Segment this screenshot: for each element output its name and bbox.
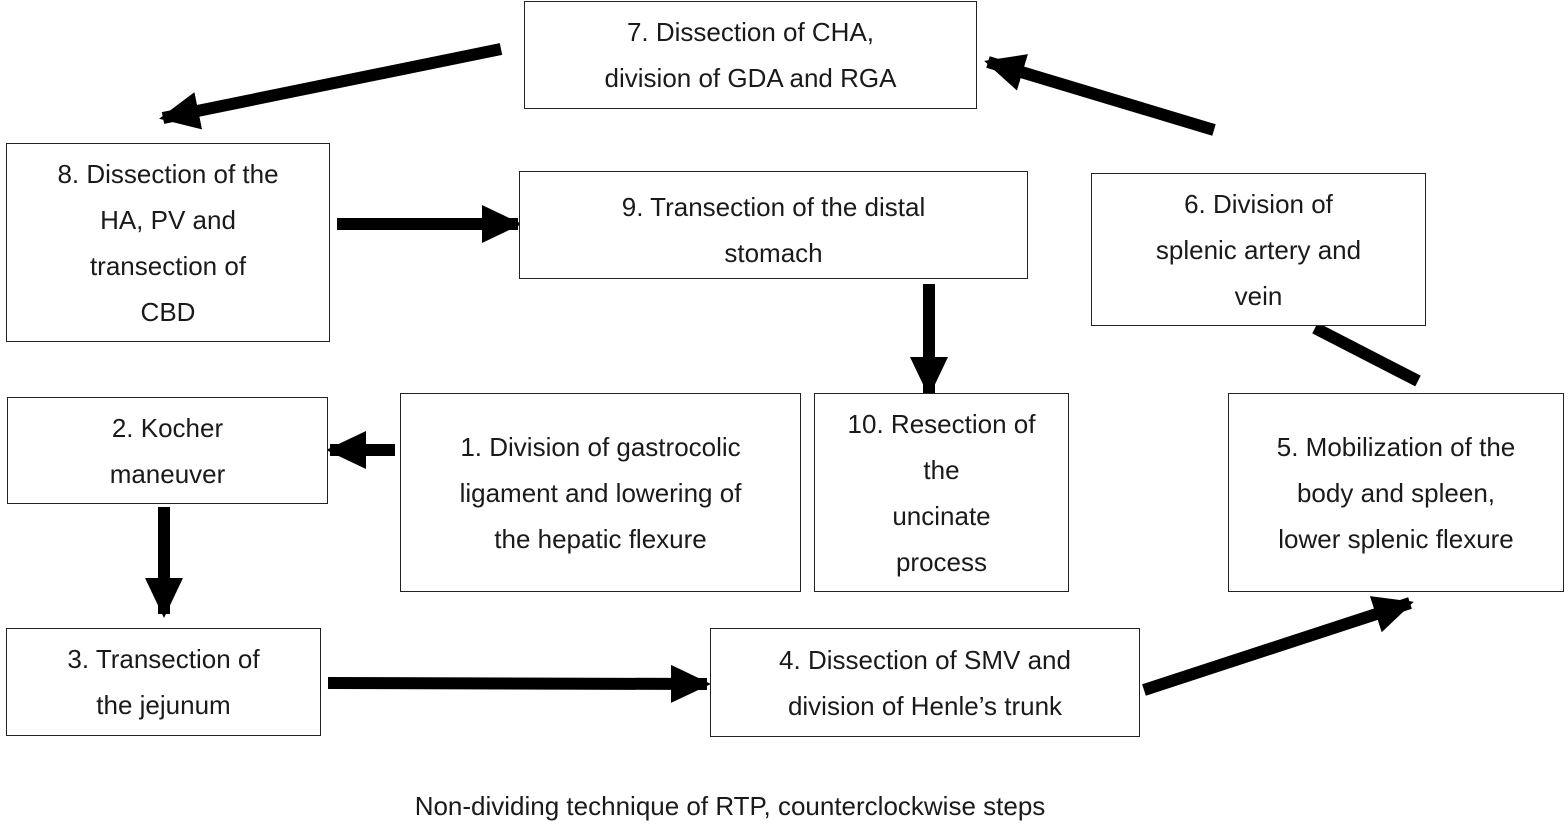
step-box-9: 9. Transection of the distal stomach bbox=[519, 171, 1028, 279]
arrow-step7-to-step8 bbox=[159, 43, 503, 130]
step-6-label: 6. Division of splenic artery and vein bbox=[1155, 188, 1362, 311]
arrow-step5-to-step6 bbox=[1312, 322, 1421, 387]
arrow-step3-to-step4 bbox=[327, 664, 711, 703]
step-3-label: 3. Transection of the jejunum bbox=[67, 644, 260, 720]
step-box-2: 2. Kocher maneuver bbox=[7, 397, 328, 504]
arrow-step6-to-step7 bbox=[984, 54, 1216, 136]
step-box-8: 8. Dissection of the HA, PV and transect… bbox=[6, 143, 330, 342]
step-7-label: 7. Dissection of CHA, division of GDA an… bbox=[604, 17, 897, 93]
step-9-label: 9. Transection of the distal stomach bbox=[621, 192, 926, 268]
step-4-label: 4. Dissection of SMV and division of Hen… bbox=[779, 644, 1071, 721]
step-box-10: 10. Resection of the uncinate process bbox=[814, 393, 1069, 592]
arrow-step4-to-step5 bbox=[1142, 596, 1414, 696]
step-box-7: 7. Dissection of CHA, division of GDA an… bbox=[524, 1, 977, 109]
figure-caption: Non-dividing technique of RTP, countercl… bbox=[414, 791, 1046, 821]
step-box-1: 1. Division of gastrocolic ligament and … bbox=[400, 393, 801, 592]
step-1-label: 1. Division of gastrocolic ligament and … bbox=[459, 431, 742, 554]
step-5-label: 5. Mobilization of the body and spleen, … bbox=[1276, 431, 1516, 554]
step-box-6: 6. Division of splenic artery and vein bbox=[1091, 173, 1426, 326]
step-2-label: 2. Kocher maneuver bbox=[109, 412, 226, 489]
step-box-3: 3. Transection of the jejunum bbox=[6, 628, 321, 736]
step-box-4: 4. Dissection of SMV and division of Hen… bbox=[710, 628, 1140, 737]
step-box-5: 5. Mobilization of the body and spleen, … bbox=[1228, 393, 1564, 592]
step-10-label: 10. Resection of the uncinate process bbox=[847, 408, 1036, 577]
step-8-label: 8. Dissection of the HA, PV and transect… bbox=[57, 158, 279, 327]
